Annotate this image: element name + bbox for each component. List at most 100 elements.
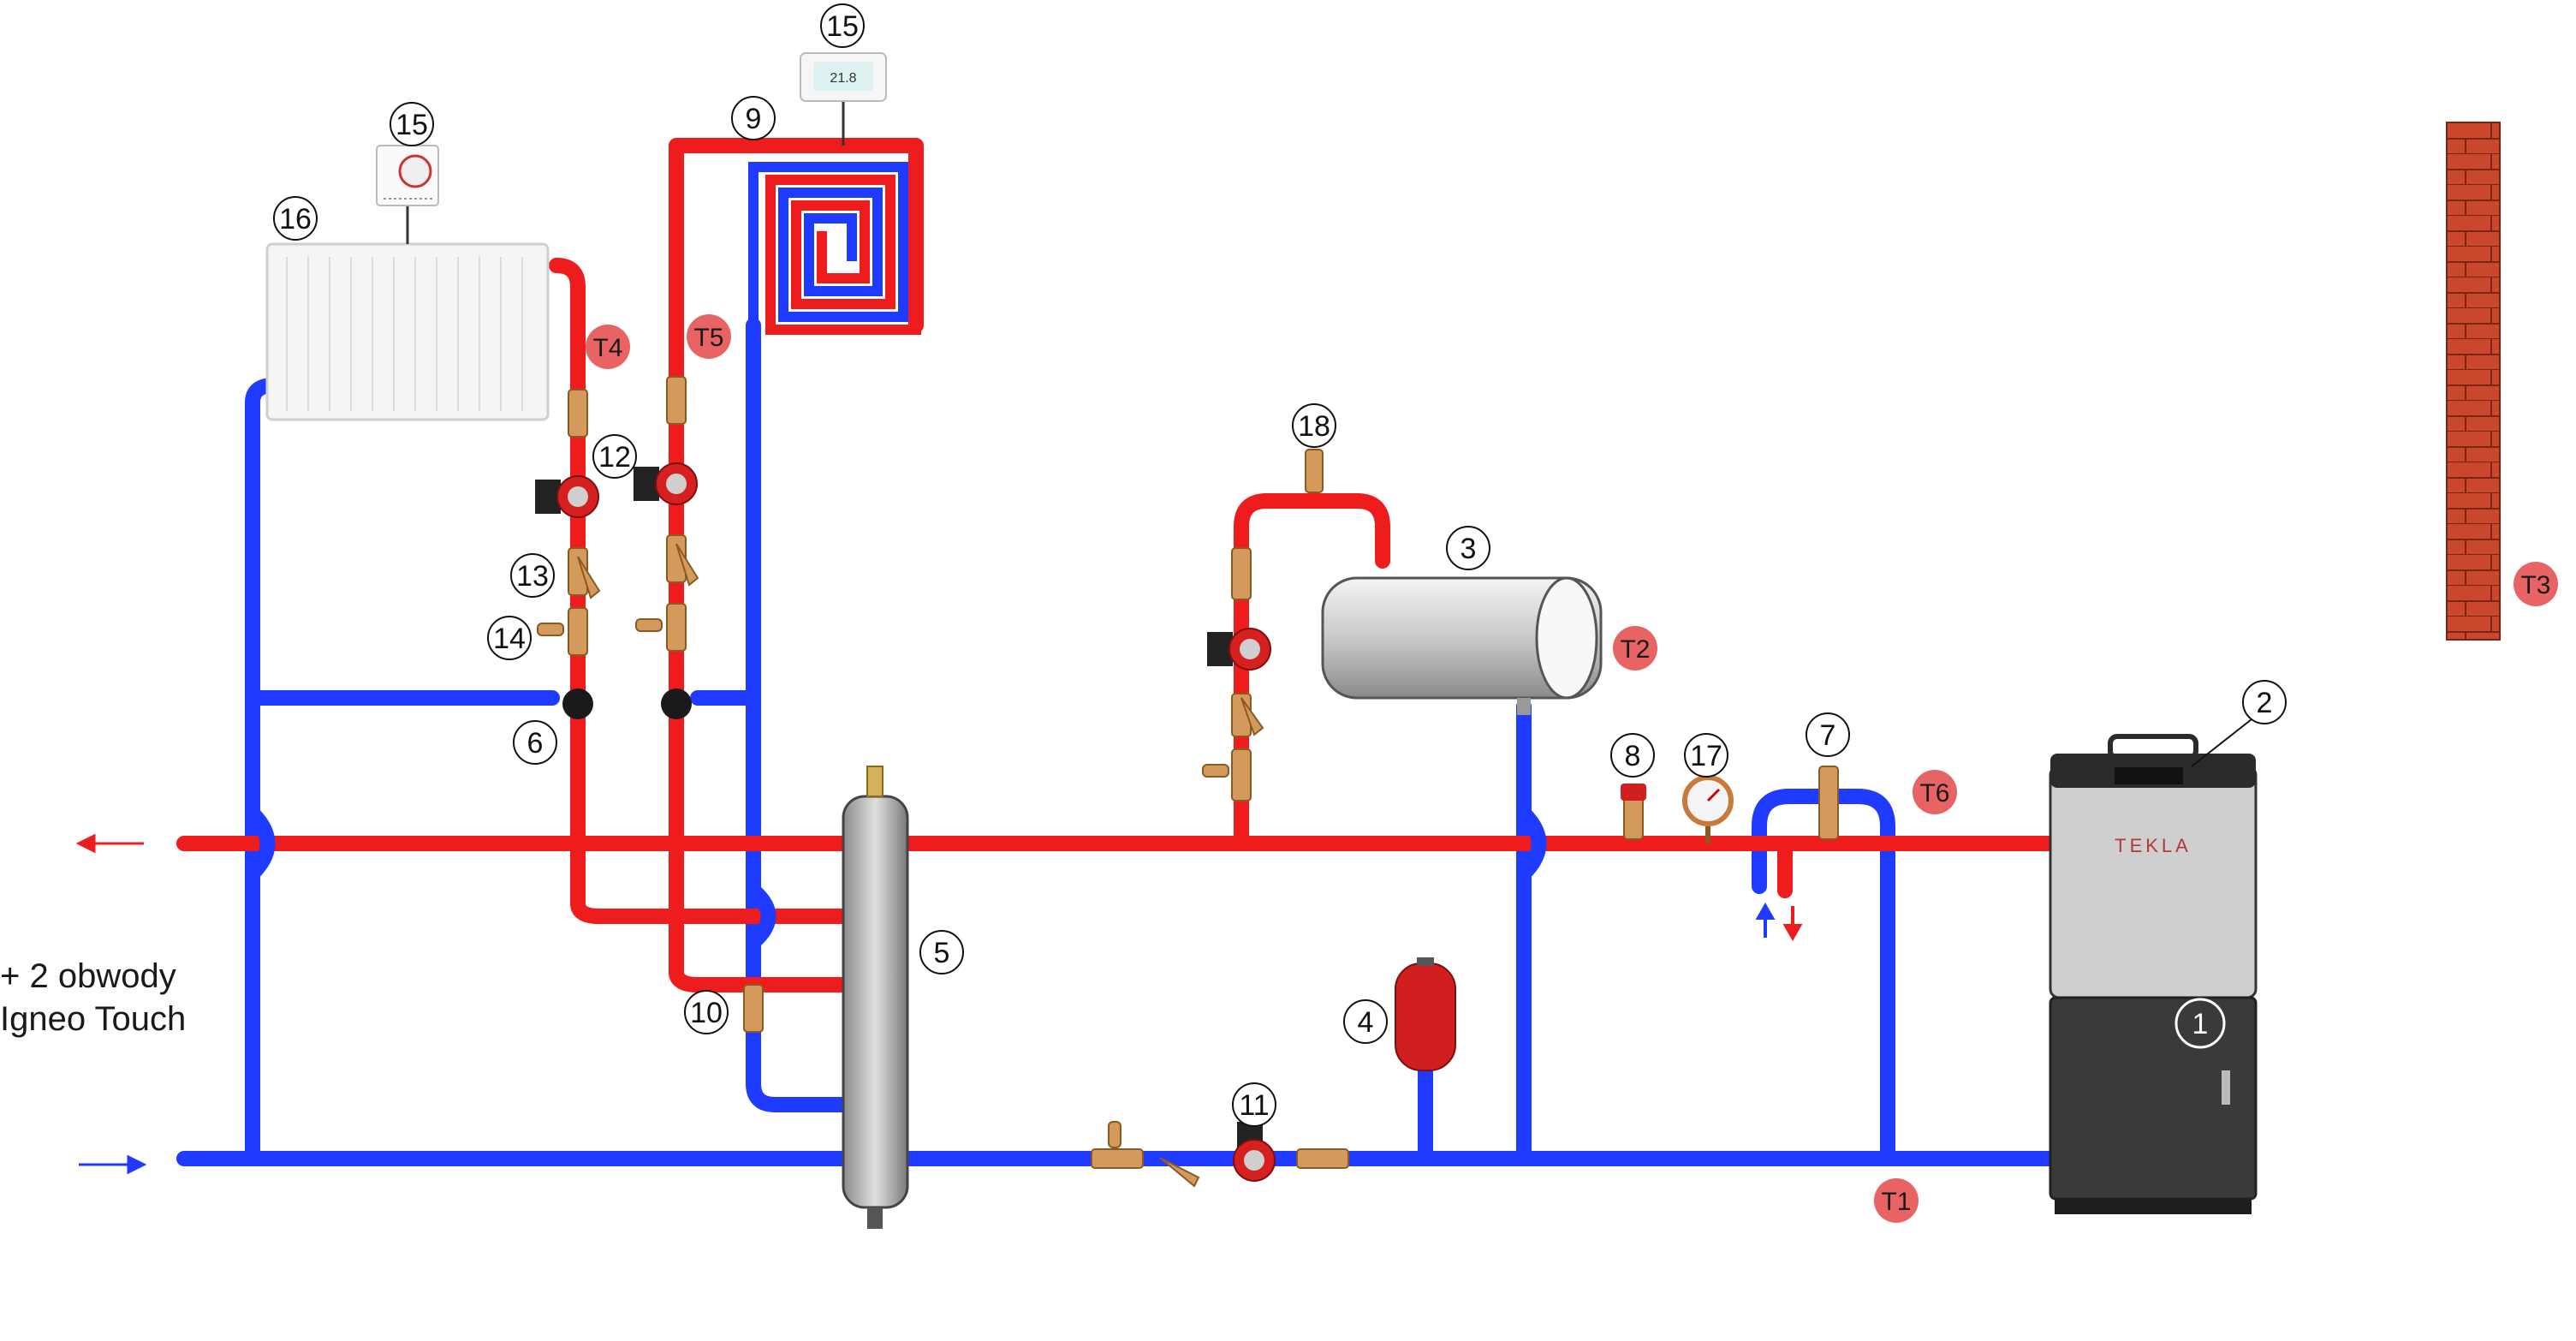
component-number-labels: 1 2 3 4 5 6 7 8 9 10 11 12 13 14 15 15 1… [273,3,2287,1127]
svg-text:16: 16 [279,203,312,235]
svg-text:2: 2 [2257,687,2273,719]
svg-text:15: 15 [826,10,859,43]
label-6: 6 [513,720,557,765]
check-valves [562,688,692,719]
svg-text:5: 5 [934,937,950,969]
sensor-t4: T4 [586,325,630,369]
label-13: 13 [510,553,555,598]
label-12: 12 [592,434,637,479]
filter-rad [577,556,601,599]
svg-text:12: 12 [598,441,631,474]
boiler-handle [2108,734,2198,760]
fitting-10 [743,984,764,1033]
check-valve-rad [562,688,593,719]
floor-supply-branch [669,964,851,992]
label-11: 11 [1232,1082,1276,1127]
svg-text:T1: T1 [1881,1188,1911,1216]
svg-text:14: 14 [493,623,526,655]
extra-circuits-line2: Igneo Touch [0,1000,187,1038]
safety-valve-cap [1621,784,1646,801]
boiler-base [2055,1199,2252,1214]
svg-text:3: 3 [1461,533,1477,565]
pump-floor [634,462,698,505]
fitting-return-right [1296,1148,1349,1169]
svg-text:6: 6 [527,727,544,760]
radiator-supply-branch [570,896,851,924]
expansion-vessel [1395,957,1456,1071]
label-1: 1 [2174,998,2226,1049]
label-7: 7 [1806,712,1850,757]
valve-handle-dhw [1202,764,1229,778]
fitting-floor-top [666,376,687,425]
label-15-left: 15 [390,102,434,146]
thermostat-display: 21.8 [830,71,856,86]
brass-fittings [537,376,1839,1188]
tank-supply-loop [1234,493,1390,851]
svg-text:1: 1 [2192,1008,2209,1040]
svg-text:T2: T2 [1620,635,1650,664]
sensor-t1: T1 [1874,1178,1919,1223]
svg-text:9: 9 [746,103,762,135]
label-10: 10 [684,990,729,1034]
air-vent-18 [1305,449,1324,493]
boiler-top [2049,765,2258,999]
label-15-top: 15 [820,3,865,48]
crossover-2 [746,883,776,950]
valve-handle-return [1108,1121,1121,1148]
coil-outer-red [765,154,921,335]
pump-dhw [1207,628,1271,670]
filter-dhw [1240,697,1264,736]
return-pipes [176,318,2058,1166]
floor-heating-coil [748,154,921,335]
label-8: 8 [1610,733,1655,778]
svg-text:18: 18 [1298,410,1330,443]
label-18: 18 [1292,403,1336,448]
arrow-down-red [1782,906,1803,942]
floor-return-riser [746,318,851,1112]
svg-text:13: 13 [516,560,549,593]
label-16: 16 [273,196,318,241]
pumps [535,462,1276,1182]
boiler-door-handle [2222,1070,2230,1105]
valve-handle-rad [537,623,564,636]
filter-floor [675,543,699,587]
fitting-dhw-top [1231,547,1252,600]
pump-boiler [1233,1122,1276,1182]
extra-circuits-line1: + 2 obwody [0,957,176,995]
hydraulic-separator [842,766,909,1229]
boiler-brand: TEKLA [2115,835,2192,856]
svg-text:T6: T6 [1919,779,1949,808]
fitting-rad-valve [568,607,588,656]
svg-text:T4: T4 [592,334,622,362]
crossover-3 [1516,806,1547,881]
valve-7 [1818,766,1839,840]
svg-text:17: 17 [1690,740,1722,772]
room-thermostat-dial [376,145,439,206]
fitting-floor-valve [666,603,687,652]
fitting-dhw-valve [1231,748,1252,802]
boiler-display [2115,767,2183,784]
svg-text:11: 11 [1239,1089,1269,1122]
label-3: 3 [1446,526,1490,570]
svg-text:7: 7 [1820,719,1836,752]
radiator [265,206,550,421]
svg-text:15: 15 [396,109,428,141]
check-valve-floor [661,688,692,719]
dhw-tank [1321,576,1603,715]
sensor-t3: T3 [2514,562,2558,606]
arrow-up-blue [1755,902,1776,938]
extra-circuits-note: + 2 obwody Igneo Touch [0,955,186,1040]
radiator-return-riser [245,378,282,1166]
pressure-gauge [1682,775,1734,843]
coil-outer-blue [748,162,908,325]
label-4: 4 [1343,999,1388,1044]
arrow-left-red [75,833,144,854]
filter-return [1159,1157,1200,1188]
svg-text:8: 8 [1625,740,1641,772]
svg-text:4: 4 [1358,1006,1374,1039]
sensor-t6: T6 [1913,770,1957,814]
svg-text:T5: T5 [693,324,723,352]
boiler: TEKLA [2049,734,2258,1214]
sensor-t5: T5 [687,314,731,359]
